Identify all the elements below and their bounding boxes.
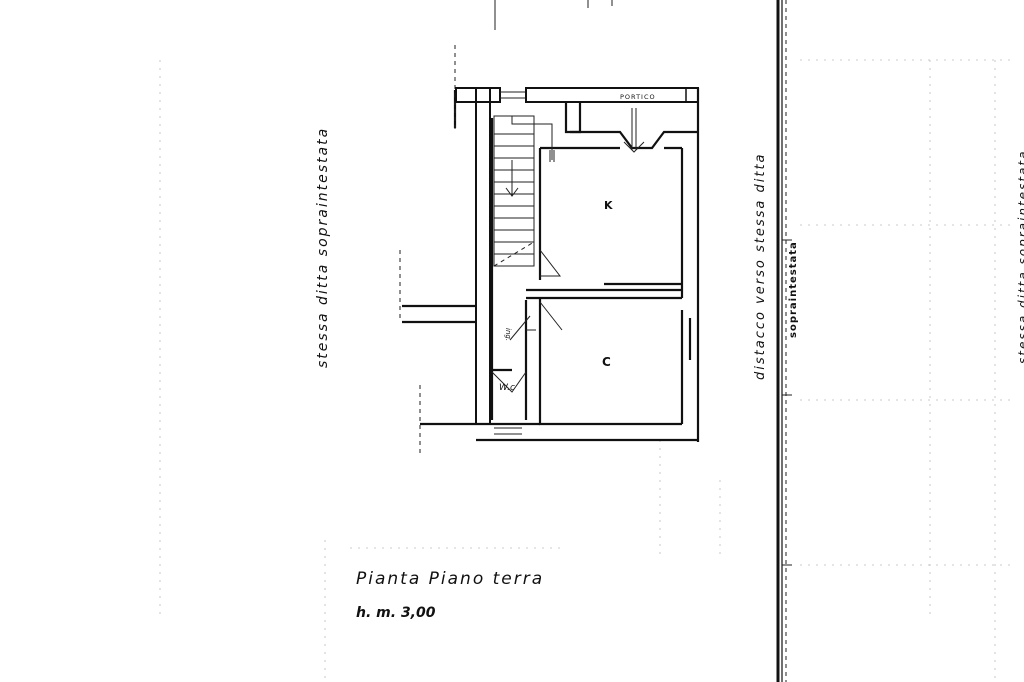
right-boundary-label: distacco verso stessa ditta [753, 152, 768, 380]
far-right-label: stessa ditta sopraintestata [1016, 150, 1024, 364]
property-boundary-line [776, 0, 792, 682]
faint-guide-lines [159, 59, 1010, 682]
top-stray-marks [494, 0, 613, 30]
entrance-arrow [549, 108, 645, 162]
plan-title: Pianta Piano terra [356, 569, 544, 589]
height-note: h. m. 3,00 [356, 605, 436, 621]
portico-label: PORTICO [620, 93, 656, 101]
right-strip-label: sopraintestata [788, 241, 799, 338]
left-neighbor-label: stessa ditta sopraintestata [315, 127, 331, 368]
wc-label: W.c [499, 383, 515, 393]
ingresso-label: ing. [504, 328, 512, 341]
staircase [493, 115, 553, 267]
room-c-label: C [602, 355, 611, 369]
building-walls [455, 87, 700, 442]
neighbor-wall-stubs [399, 45, 476, 455]
door-swings [491, 249, 563, 393]
kitchen-label: K [604, 199, 613, 212]
